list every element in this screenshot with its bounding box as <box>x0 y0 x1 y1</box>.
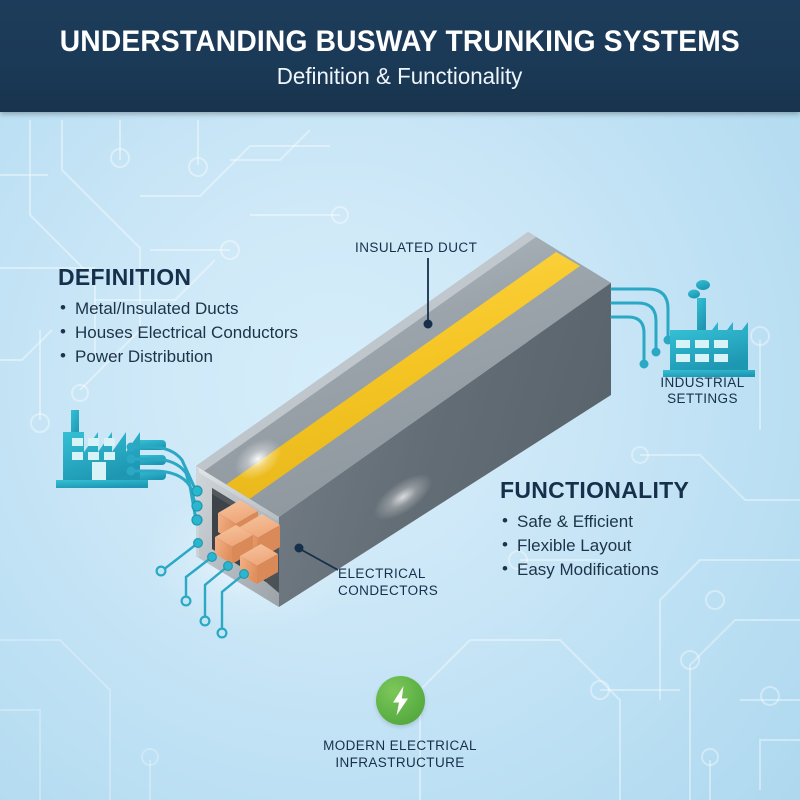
functionality-bullet-list: Safe & Efficient Flexible Layout Easy Mo… <box>500 509 689 582</box>
definition-section: DEFINITION Metal/Insulated Ducts Houses … <box>58 264 298 369</box>
functionality-section: FUNCTIONALITY Safe & Efficient Flexible … <box>500 477 689 582</box>
electrical-conductors-label-line2: CONDECTORS <box>338 582 439 598</box>
electrical-conductors-label: ELECTRICAL CONDECTORS <box>338 566 438 600</box>
list-item: Metal/Insulated Ducts <box>58 296 298 321</box>
modern-infrastructure-label-line1: MODERN ELECTRICAL <box>323 738 477 753</box>
list-item: Houses Electrical Conductors <box>58 320 298 345</box>
functionality-heading: FUNCTIONALITY <box>500 477 690 503</box>
industrial-settings-label: INDUSTRIAL SETTINGS <box>650 375 755 407</box>
definition-bullet-list: Metal/Insulated Ducts Houses Electrical … <box>58 296 298 369</box>
definition-heading: DEFINITION <box>58 264 192 290</box>
lightning-bolt-icon <box>393 686 408 716</box>
electrical-conductors-label-line1: ELECTRICAL <box>338 566 426 581</box>
list-item: Flexible Layout <box>500 533 689 558</box>
factory-icon-left <box>56 410 166 488</box>
page-subtitle: Definition & Functionality <box>277 63 523 90</box>
factory-icon-right <box>663 280 755 377</box>
modern-infrastructure-label: MODERN ELECTRICAL INFRASTRUCTURE <box>290 738 510 772</box>
list-item: Safe & Efficient <box>500 509 689 534</box>
modern-infrastructure-label-line2: INFRASTRUCTURE <box>335 754 465 770</box>
list-item: Easy Modifications <box>500 557 689 582</box>
header-banner: UNDERSTANDING BUSWAY TRUNKING SYSTEMS De… <box>0 0 800 112</box>
industrial-settings-label-line2: SETTINGS <box>667 391 738 407</box>
insulated-duct-label: INSULATED DUCT <box>355 240 478 255</box>
page-title: UNDERSTANDING BUSWAY TRUNKING SYSTEMS <box>59 24 741 58</box>
modern-infrastructure-badge <box>376 676 425 725</box>
list-item: Power Distribution <box>58 344 298 369</box>
industrial-settings-label-line1: INDUSTRIAL <box>660 375 745 390</box>
